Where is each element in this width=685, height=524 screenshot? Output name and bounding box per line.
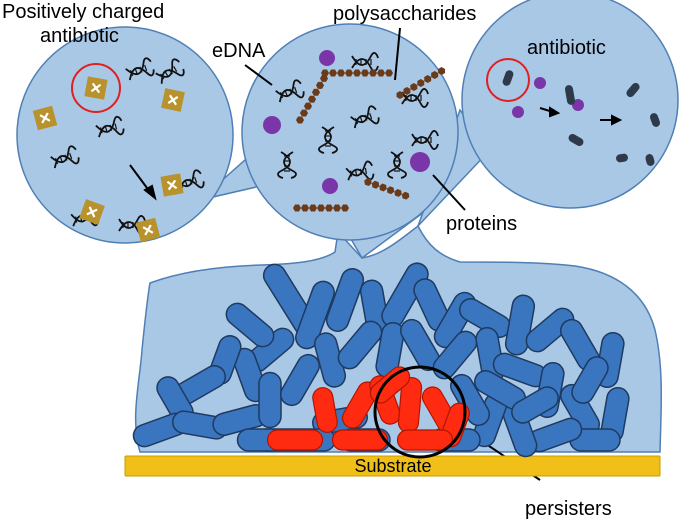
persister-cell	[266, 429, 324, 451]
bacterial-cell	[525, 307, 575, 353]
polysaccharide-chains	[293, 66, 446, 212]
polysaccharide-chain	[293, 204, 349, 212]
dna-strand	[345, 160, 375, 181]
antibiotic-highlight	[486, 58, 530, 102]
bacterial-cell	[337, 320, 383, 370]
persister-cell	[396, 429, 454, 451]
dna-strand	[277, 151, 297, 179]
bacterial-cell	[325, 268, 365, 332]
positive-antibiotic	[32, 105, 58, 131]
protein-dots	[263, 50, 584, 194]
bacterial-cell	[280, 353, 320, 407]
dna-strand	[351, 52, 379, 72]
dna-strand	[155, 58, 185, 84]
edna-strands	[50, 52, 439, 235]
antibiotic-fragment	[568, 134, 584, 146]
polysaccharide-chain	[364, 178, 410, 200]
positive-antibiotic	[161, 88, 185, 112]
polysaccharide-chain	[321, 69, 393, 77]
positive-antibiotic-molecules	[32, 76, 185, 243]
bacterial-cell	[432, 330, 478, 380]
antibiotic-fragment	[502, 70, 514, 86]
positive-antibiotic	[79, 199, 105, 225]
protein	[263, 116, 281, 134]
arrows-in-circles	[129, 106, 623, 201]
antibiotic-fragment	[626, 82, 640, 98]
positive-antibiotic	[135, 217, 161, 243]
label-substrate: Substrate	[354, 456, 431, 476]
antibiotic-fragment	[649, 113, 661, 127]
protein	[322, 178, 338, 194]
protein	[512, 106, 524, 118]
dna-strand	[387, 151, 407, 179]
antibiotic-fragment	[616, 153, 628, 163]
zoom-circle-positive-antibiotic	[16, 26, 234, 244]
persister-cell	[312, 387, 338, 433]
dna-strand	[275, 79, 305, 103]
persister-cell	[331, 429, 389, 451]
label-proteins: proteins	[446, 213, 517, 235]
polysaccharide-chain	[295, 74, 329, 124]
positive-antibiotic-highlight	[71, 63, 121, 113]
dna-strand	[125, 57, 155, 81]
bacterial-cell	[511, 386, 559, 424]
bacterial-cell	[225, 302, 275, 348]
protein	[572, 99, 584, 111]
zoom-circle-matrix	[241, 23, 459, 241]
protein	[410, 152, 430, 172]
protein	[534, 77, 546, 89]
antibiotic-fragment	[564, 85, 576, 105]
bacterial-cell	[571, 356, 609, 404]
label-polysaccharides: polysaccharides	[333, 3, 476, 25]
antibiotic-fragment	[645, 154, 655, 166]
positive-antibiotic	[84, 76, 108, 100]
dna-strand	[95, 115, 125, 138]
label-positive-line2: antibiotic	[40, 25, 119, 47]
dna-strand	[350, 105, 380, 129]
positive-antibiotic	[160, 173, 184, 197]
label-positive-line1: Positively charged	[2, 1, 164, 23]
persisters-highlight-circle	[373, 365, 467, 459]
dna-strand	[401, 88, 429, 108]
bacterial-cell	[295, 280, 335, 350]
label-antibiotic: antibiotic	[527, 37, 606, 59]
label-edna: eDNA	[212, 40, 266, 62]
label-persisters: persisters	[525, 498, 612, 520]
protein	[319, 50, 335, 66]
dna-strand	[50, 145, 80, 169]
bacterial-cell	[258, 371, 282, 429]
dna-strand	[318, 126, 338, 154]
bacterial-cells	[132, 262, 630, 458]
antibiotic-fragments	[502, 70, 661, 166]
persister-cells	[266, 366, 470, 451]
dna-strand	[411, 130, 439, 150]
substrate-bar	[124, 455, 661, 477]
polysaccharide-chain	[396, 66, 446, 100]
